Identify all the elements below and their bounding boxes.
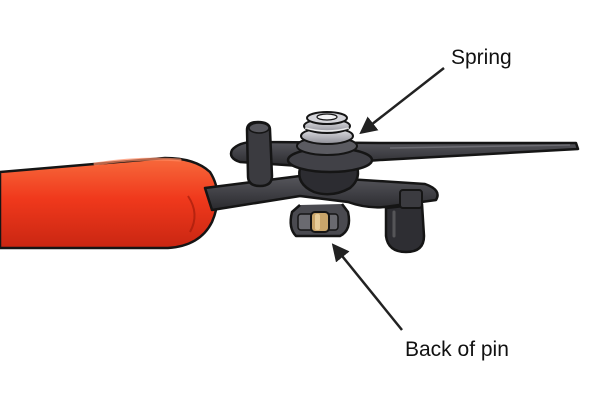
pin-back	[310, 211, 330, 233]
spring	[296, 111, 358, 156]
pin-arrow	[331, 243, 403, 331]
spring-arrow	[359, 67, 445, 135]
back-of-pin-label: Back of pin	[405, 338, 509, 361]
spring-label: Spring	[451, 46, 512, 69]
left-post	[245, 120, 274, 188]
upper-blade	[229, 140, 580, 168]
red-handle	[0, 156, 219, 250]
rubber-stop	[384, 189, 426, 254]
